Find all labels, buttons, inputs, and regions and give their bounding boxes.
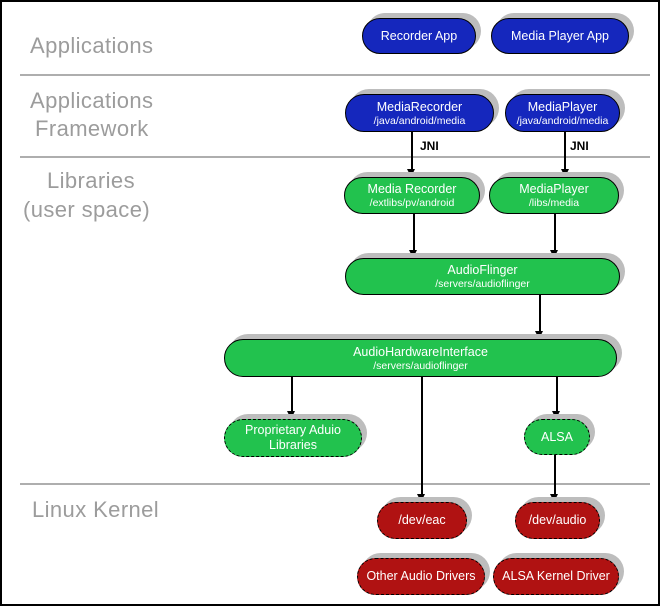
layer-label-framework-line2: Framework xyxy=(35,116,149,141)
arrow-head-ahi-deveac xyxy=(417,494,425,502)
node-media-player-lib: MediaPlayer /libs/media xyxy=(489,177,619,214)
separator-applications-framework xyxy=(20,74,650,76)
node-alsa-kernel-driver: ALSA Kernel Driver xyxy=(493,558,619,595)
node-media-player-framework: MediaPlayer /java/android/media xyxy=(505,94,620,132)
layer-label-framework-line1: Applications xyxy=(30,88,154,113)
node-recorder-app: Recorder App xyxy=(362,18,476,54)
node-dev-eac: /dev/eac xyxy=(377,502,467,539)
node-other-audio-drivers-label: Other Audio Drivers xyxy=(366,569,476,583)
node-recorder-app-label: Recorder App xyxy=(380,28,458,43)
node-media-player-lib-path: /libs/media xyxy=(528,197,580,209)
node-dev-audio-label: /dev/audio xyxy=(528,513,587,527)
arrow-head-jni-recorder xyxy=(407,169,415,177)
arrow-line-jni-recorder xyxy=(411,132,413,170)
node-audio-flinger-label: AudioFlinger xyxy=(447,263,518,277)
arrow-head-ahi-proprietary xyxy=(287,411,295,419)
separator-libraries-kernel xyxy=(20,483,650,485)
node-media-player-framework-label: MediaPlayer xyxy=(527,99,598,114)
node-media-player-app: Media Player App xyxy=(491,18,629,54)
node-audio-hardware-interface-label: AudioHardwareInterface xyxy=(353,344,488,359)
node-media-recorder-framework: MediaRecorder /java/android/media xyxy=(345,94,494,132)
node-dev-eac-label: /dev/eac xyxy=(398,513,446,527)
node-media-recorder-framework-path: /java/android/media xyxy=(373,114,466,127)
node-audio-flinger-path: /servers/audioflinger xyxy=(435,278,530,290)
node-alsa-kernel-driver-label: ALSA Kernel Driver xyxy=(502,569,610,583)
arrow-line-audioflinger-ahi xyxy=(539,295,541,332)
node-media-player-framework-path: /java/android/media xyxy=(516,114,609,127)
node-media-recorder-lib-path: /extlibs/pv/android xyxy=(369,197,455,209)
node-audio-hardware-interface: AudioHardwareInterface /servers/audiofli… xyxy=(224,339,617,377)
arrow-line-jni-player xyxy=(564,132,566,170)
layer-label-libraries-line2: (user space) xyxy=(23,197,151,222)
arrow-line-ahi-alsa xyxy=(556,377,558,412)
arrow-line-alsa-devaudio xyxy=(554,455,556,495)
node-proprietary-audio-libraries: Proprietary Aduio Libraries xyxy=(224,419,362,457)
node-dev-audio: /dev/audio xyxy=(515,502,600,539)
node-media-recorder-lib-label: Media Recorder xyxy=(367,182,457,196)
arrow-line-recorderlib-audioflinger xyxy=(413,214,415,251)
arrow-line-ahi-deveac xyxy=(421,377,423,495)
node-proprietary-audio-libraries-label: Proprietary Aduio Libraries xyxy=(245,423,341,452)
node-media-player-lib-label: MediaPlayer xyxy=(519,182,589,196)
arrow-head-audioflinger-ahi xyxy=(535,331,543,339)
node-audio-flinger: AudioFlinger /servers/audioflinger xyxy=(345,258,620,295)
layer-label-linux-kernel: Linux Kernel xyxy=(32,497,160,522)
arrow-head-ahi-alsa xyxy=(552,411,560,419)
jni-label-1: JNI xyxy=(420,139,439,153)
arrow-line-playerlib-audioflinger xyxy=(554,214,556,251)
node-other-audio-drivers: Other Audio Drivers xyxy=(357,558,485,595)
node-alsa-label: ALSA xyxy=(541,429,573,444)
jni-label-2: JNI xyxy=(570,139,589,153)
arrow-head-alsa-devaudio xyxy=(550,494,558,502)
arrow-head-recorderlib-audioflinger xyxy=(409,250,417,258)
layer-label-libraries-line1: Libraries xyxy=(47,168,135,193)
layer-label-applications: Applications xyxy=(30,33,154,58)
separator-framework-libraries xyxy=(20,156,650,158)
arrow-line-ahi-proprietary xyxy=(291,377,293,412)
node-media-recorder-lib: Media Recorder /extlibs/pv/android xyxy=(344,177,480,214)
arrow-head-playerlib-audioflinger xyxy=(550,250,558,258)
node-audio-hardware-interface-path: /servers/audioflinger xyxy=(373,359,468,372)
node-media-player-app-label: Media Player App xyxy=(511,28,609,43)
node-media-recorder-framework-label: MediaRecorder xyxy=(376,99,463,114)
arrow-head-jni-player xyxy=(561,169,569,177)
node-alsa: ALSA xyxy=(524,419,590,455)
